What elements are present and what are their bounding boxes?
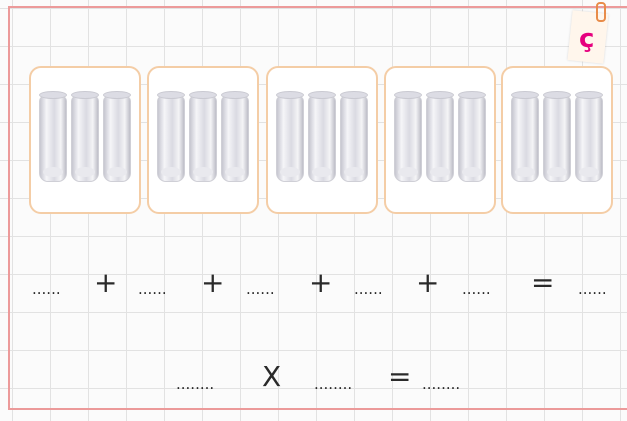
equals-sign: = bbox=[388, 360, 411, 393]
answer-blank[interactable]: ...... bbox=[32, 280, 61, 298]
glass-group-4 bbox=[384, 66, 496, 214]
times-sign: X bbox=[262, 360, 281, 393]
glass-icon bbox=[189, 96, 217, 182]
glass-icon bbox=[39, 96, 67, 182]
glass-icon bbox=[511, 96, 539, 182]
plus-sign: + bbox=[416, 266, 439, 299]
glass-group-5 bbox=[501, 66, 613, 214]
glass-icon bbox=[71, 96, 99, 182]
glass-icon bbox=[340, 96, 368, 182]
plus-sign: + bbox=[309, 266, 332, 299]
equals-sign: = bbox=[531, 266, 554, 299]
glass-group-3 bbox=[266, 66, 378, 214]
plus-sign: + bbox=[94, 266, 117, 299]
answer-blank[interactable]: ...... bbox=[138, 280, 167, 298]
glass-icon bbox=[575, 96, 603, 182]
paperclip-icon bbox=[596, 2, 606, 22]
glass-group-1 bbox=[29, 66, 141, 214]
answer-blank[interactable]: ...... bbox=[462, 280, 491, 298]
glass-icon bbox=[543, 96, 571, 182]
plus-sign: + bbox=[201, 266, 224, 299]
glass-icon bbox=[426, 96, 454, 182]
glass-icon bbox=[221, 96, 249, 182]
glass-icon bbox=[103, 96, 131, 182]
answer-blank[interactable]: ...... bbox=[246, 280, 275, 298]
glass-icon bbox=[394, 96, 422, 182]
glass-icon bbox=[458, 96, 486, 182]
answer-blank[interactable]: ........ bbox=[422, 375, 460, 393]
exercise-label: ç bbox=[579, 24, 594, 54]
glass-icon bbox=[308, 96, 336, 182]
glass-icon bbox=[157, 96, 185, 182]
answer-blank[interactable]: ...... bbox=[578, 280, 607, 298]
answer-blank[interactable]: ...... bbox=[354, 280, 383, 298]
answer-blank[interactable]: ........ bbox=[314, 375, 352, 393]
glass-icon bbox=[276, 96, 304, 182]
answer-blank[interactable]: ........ bbox=[176, 375, 214, 393]
glass-group-2 bbox=[147, 66, 259, 214]
